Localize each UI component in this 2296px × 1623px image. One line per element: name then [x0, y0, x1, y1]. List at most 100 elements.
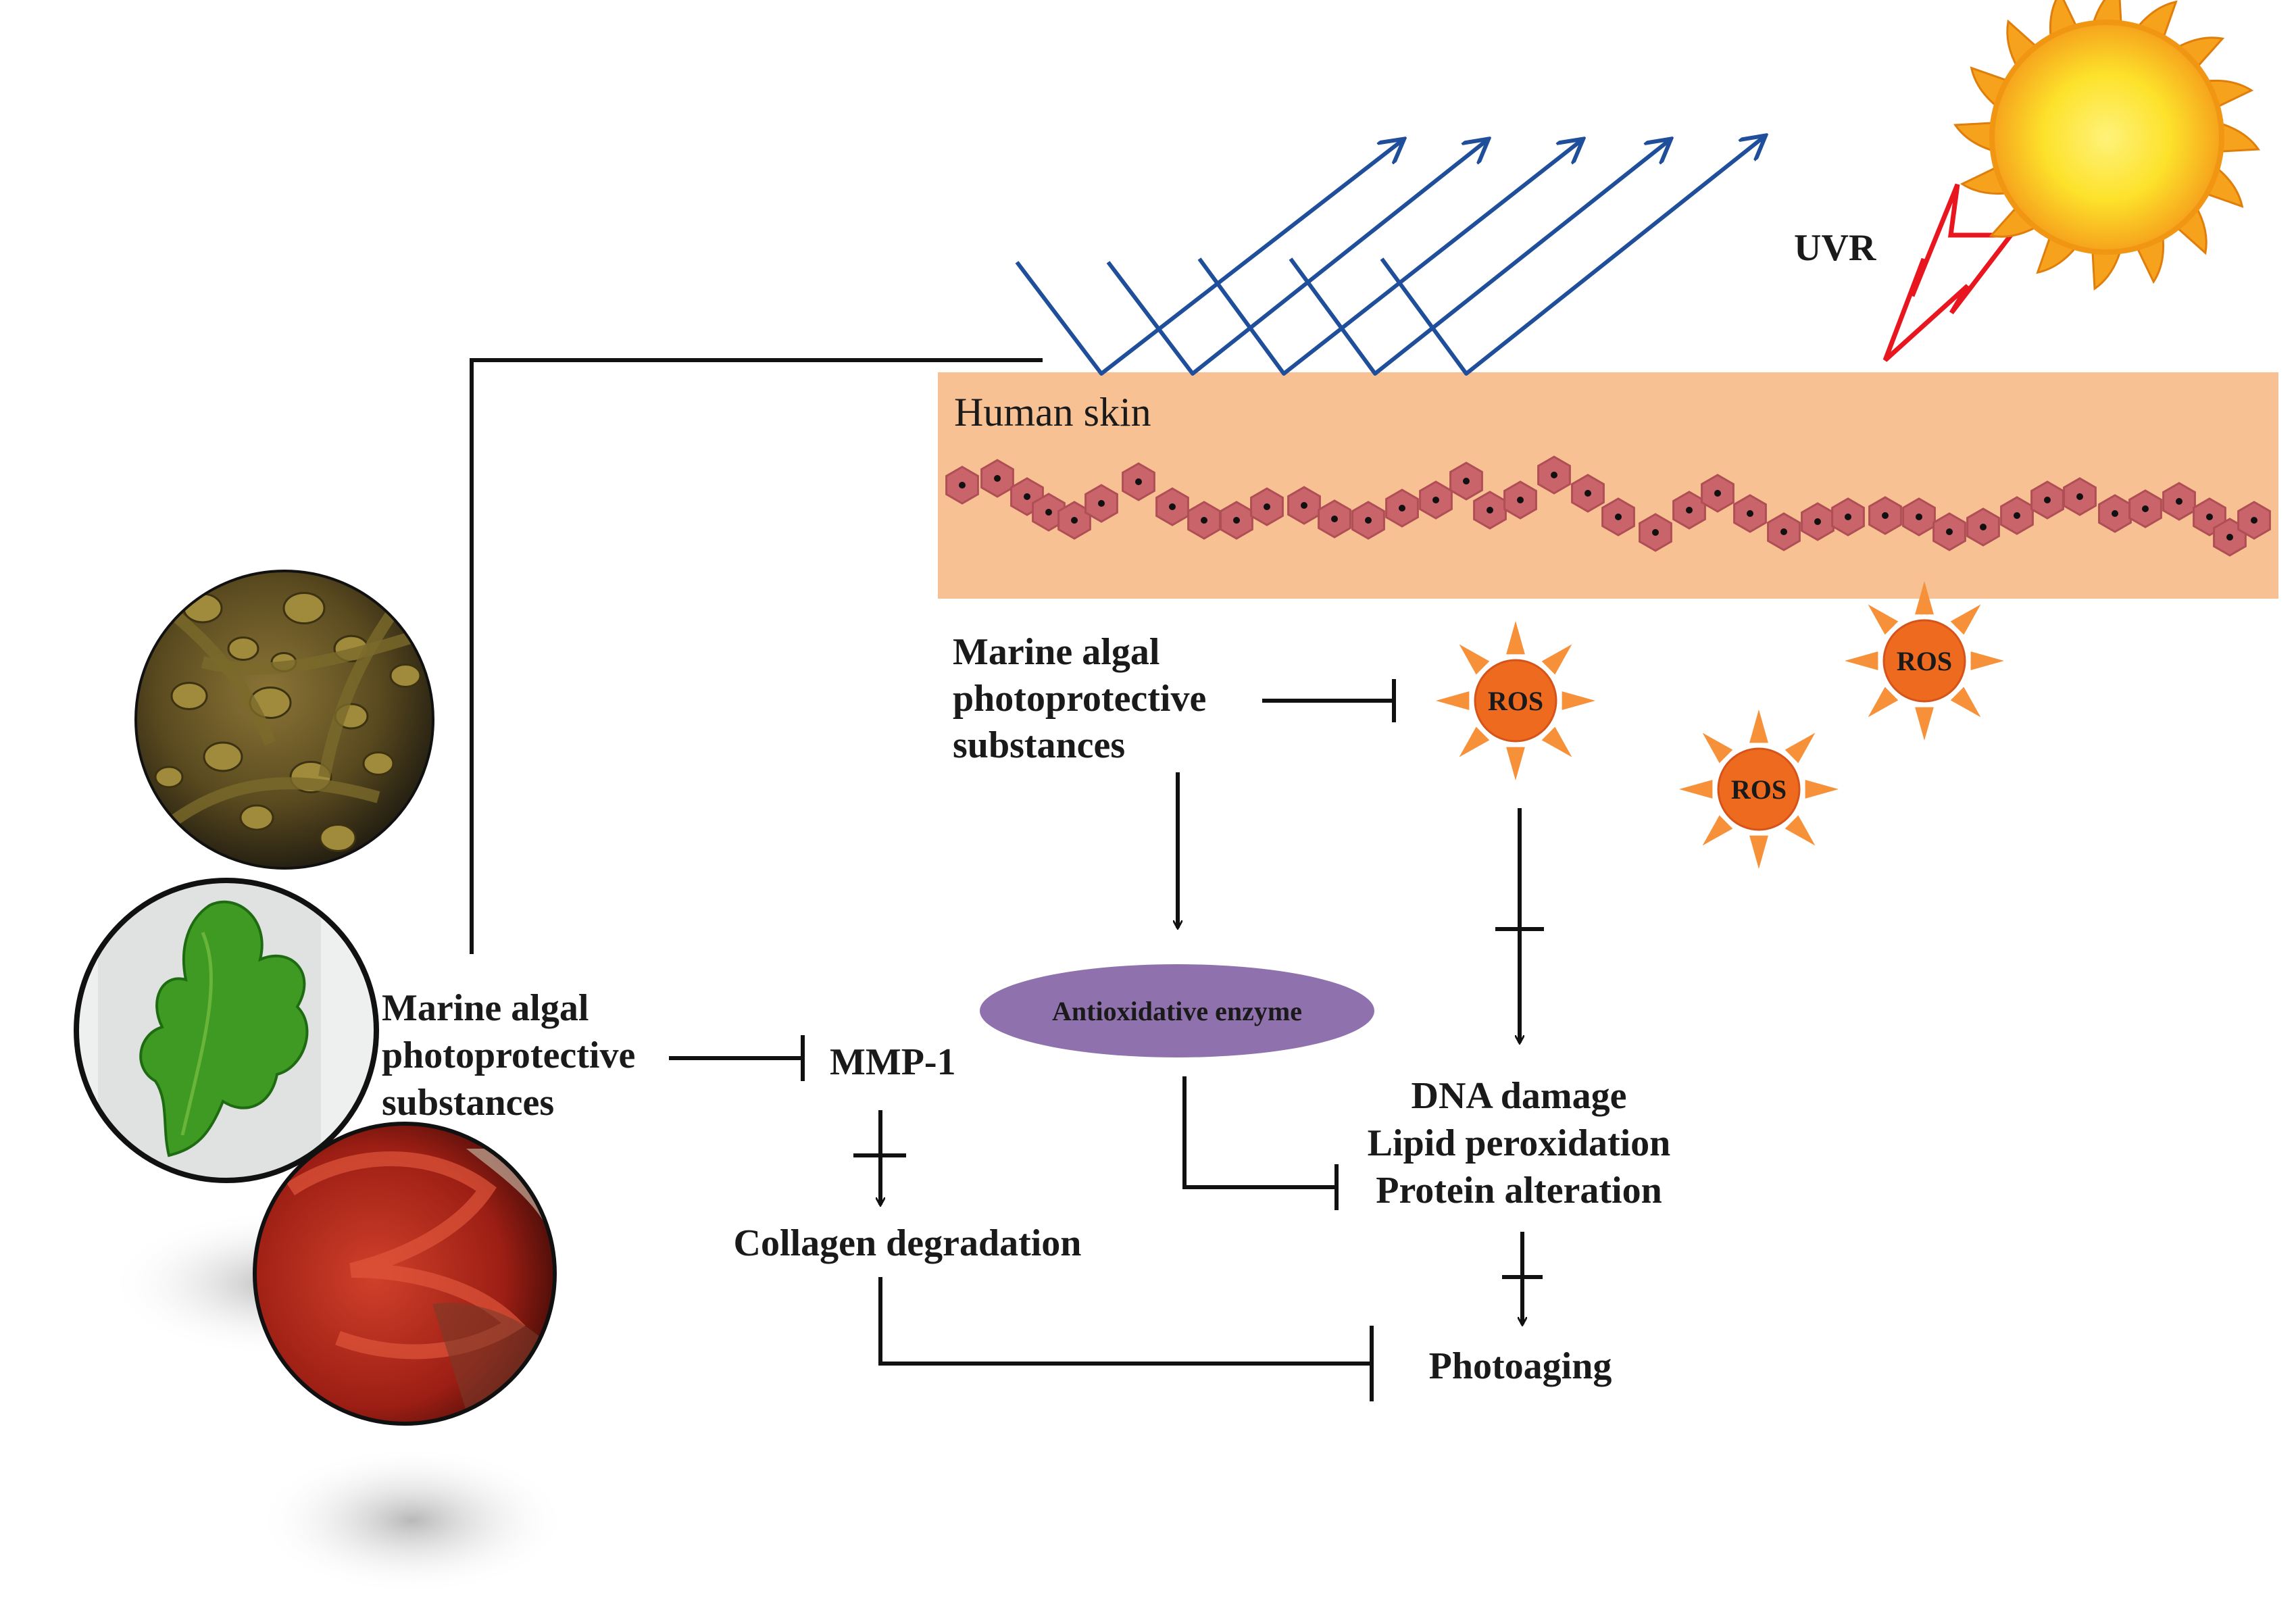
ros-ray — [1749, 835, 1768, 869]
cell-nucleus — [1652, 529, 1659, 536]
cell-nucleus — [1686, 507, 1693, 514]
ros-ray — [1702, 732, 1733, 764]
cell-nucleus — [1946, 528, 1953, 535]
algae-bladder — [282, 592, 326, 624]
inhibit-mmp1-line — [669, 1035, 805, 1081]
human-skin-label: Human skin — [954, 390, 1151, 434]
ros-ray — [1562, 691, 1595, 710]
skin-cell-chain — [945, 455, 2271, 557]
cell-nucleus — [1551, 472, 1557, 478]
ros-ray — [1970, 651, 2004, 670]
photoaging-label: Photoaging — [1429, 1345, 1612, 1387]
ros-icon: ROS — [1436, 621, 1595, 780]
collagen-inhibit-photoaging — [878, 1277, 1374, 1401]
green-algae-photo — [74, 878, 379, 1183]
cell-nucleus — [2014, 512, 2020, 519]
ros-core — [1882, 619, 1966, 703]
ros-ray — [1915, 581, 1934, 615]
sun-ray — [2216, 121, 2261, 153]
cell-nucleus — [2206, 514, 2213, 520]
algae-frond — [165, 777, 380, 830]
brown-algae-photo — [134, 570, 434, 870]
ros-group: ROS ROS ROS — [1436, 581, 2004, 869]
cell-nucleus — [1432, 497, 1439, 503]
red-algae-photo — [253, 1122, 557, 1426]
ros-ray — [1785, 815, 1816, 846]
ros-ray — [1805, 780, 1839, 799]
cell-nucleus — [2251, 517, 2257, 524]
svg-text:photoprotective: photoprotective — [382, 1034, 635, 1076]
algae-bladder — [389, 664, 422, 688]
svg-text:Protein alteration: Protein alteration — [1376, 1170, 1662, 1212]
ros-ray — [1915, 707, 1934, 741]
ros-core — [1474, 659, 1557, 743]
ros-label: ROS — [1897, 646, 1952, 676]
cell-nucleus — [2176, 498, 2182, 505]
svg-text:DNA damage: DNA damage — [1412, 1075, 1627, 1117]
algae-frond — [201, 629, 421, 675]
cell-nucleus — [1331, 516, 1338, 522]
ros-ray — [1506, 747, 1525, 780]
algae-bladder — [227, 636, 259, 661]
cell-nucleus — [1098, 500, 1105, 507]
cell-nucleus — [1980, 524, 1987, 530]
ros-ray — [1679, 780, 1713, 799]
ros-ray — [1541, 726, 1572, 757]
sun-ray — [1989, 203, 2041, 238]
algae-bladder — [154, 766, 184, 789]
ros-ray — [1785, 732, 1816, 764]
cell-nucleus — [1882, 512, 1889, 519]
cell-nucleus — [1517, 497, 1524, 503]
ros-ray — [1950, 604, 1981, 635]
sun-ray — [2173, 36, 2225, 71]
cell-nucleus — [1201, 517, 1207, 524]
algae-bladder — [319, 824, 357, 852]
ros-ray — [1868, 604, 1899, 635]
svg-text:Lipid peroxidation: Lipid peroxidation — [1368, 1122, 1671, 1164]
cell-nucleus — [1814, 518, 1821, 525]
ros-ray — [1459, 726, 1490, 757]
svg-text:Marine algal: Marine algal — [953, 631, 1159, 673]
antioxidative-enzyme-node — [980, 964, 1374, 1057]
cell-nucleus — [1463, 478, 1470, 484]
ros-icon: ROS — [1679, 709, 1839, 869]
svg-text:photoprotective: photoprotective — [953, 678, 1206, 720]
algal-substances-left: Marine algal photoprotective substances — [382, 987, 635, 1124]
ros-ray — [1702, 815, 1733, 846]
sun-ray — [1953, 122, 1997, 153]
algal-substances-upper: Marine algal photoprotective substances — [953, 631, 1206, 766]
cell-nucleus — [2226, 534, 2233, 541]
damage-outcomes: DNA damage Lipid peroxidation Protein al… — [1368, 1075, 1671, 1212]
ros-ray — [1845, 651, 1878, 670]
algae-bladder — [170, 682, 208, 710]
algae-to-skin-connector — [470, 358, 1043, 954]
ros-ray — [1749, 709, 1768, 743]
ros-ray — [1541, 644, 1572, 675]
ros-label: ROS — [1731, 774, 1787, 805]
ros-ray — [1459, 644, 1490, 675]
cell-nucleus — [2112, 510, 2118, 517]
cell-nucleus — [1264, 503, 1270, 510]
sun-ray — [2173, 203, 2207, 255]
ros-icon: ROS — [1845, 581, 2004, 741]
svg-text:substances: substances — [382, 1082, 554, 1124]
svg-text:Marine algal: Marine algal — [382, 987, 589, 1029]
sun-ray — [2091, 247, 2123, 291]
cell-nucleus — [994, 475, 1001, 482]
cell-nucleus — [1045, 509, 1052, 516]
uvr-label: UVR — [1794, 227, 1876, 269]
cell-nucleus — [1301, 502, 1307, 509]
cell-nucleus — [1584, 490, 1591, 497]
algae-bladder — [203, 741, 243, 772]
ros-ray — [1950, 686, 1981, 718]
enzyme-inhibit-damage — [1182, 1076, 1339, 1210]
algae-bladder — [239, 804, 274, 831]
cell-nucleus — [1365, 517, 1372, 524]
cell-nucleus — [1845, 514, 1851, 520]
cell-nucleus — [1399, 505, 1405, 511]
svg-text:substances: substances — [953, 724, 1125, 766]
mmp1-label: MMP-1 — [830, 1041, 956, 1083]
inhibit-ros-line — [1262, 679, 1396, 722]
ros-label: ROS — [1488, 686, 1543, 716]
